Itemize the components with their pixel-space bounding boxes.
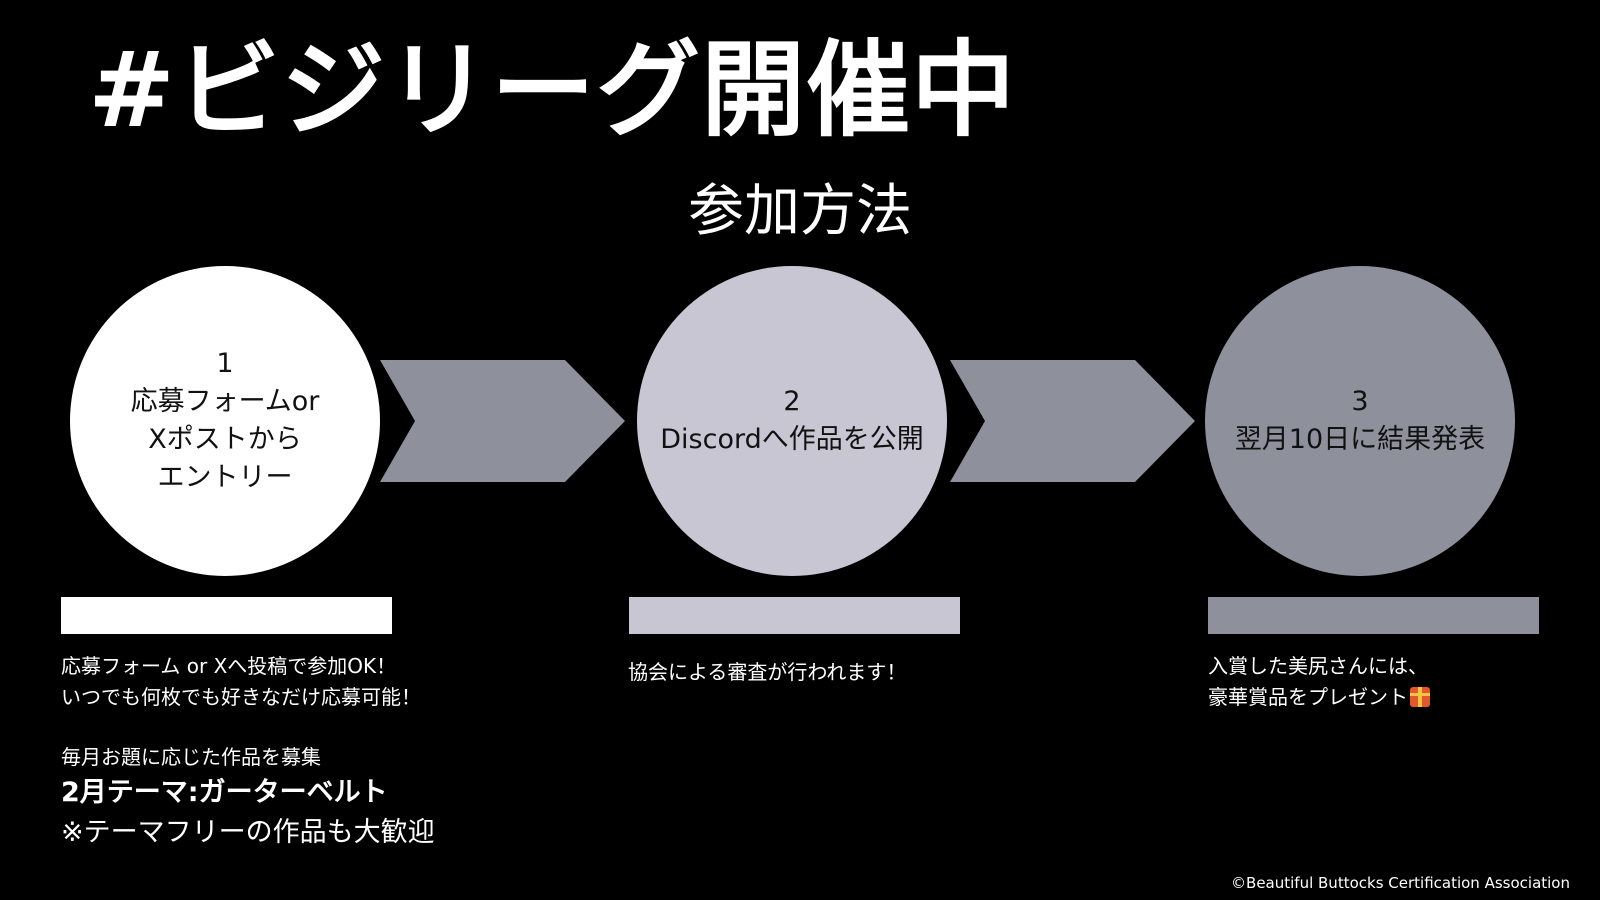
monthly-theme-title: 2月テーマ:ガーターベルト bbox=[61, 777, 388, 808]
page-title: #ビジリーグ開催中 bbox=[88, 29, 1017, 151]
step-3-number: 3 bbox=[1351, 386, 1369, 417]
step-1-line-3: エントリー bbox=[157, 462, 293, 493]
gift-icon bbox=[1410, 687, 1430, 707]
chevron-arrow-2 bbox=[950, 360, 1195, 482]
step-2-bar bbox=[629, 597, 960, 634]
step-1-circle: 1 応募フォームor Xポストから エントリー bbox=[70, 266, 380, 576]
step-3-circle: 3 翌月10日に結果発表 bbox=[1205, 266, 1515, 576]
step-3-line-1: 翌月10日に結果発表 bbox=[1234, 424, 1486, 455]
step-1-number: 1 bbox=[216, 348, 234, 379]
step-1-line-1: 応募フォームor bbox=[130, 386, 320, 417]
step-1-description: 応募フォーム or Xへ投稿で参加OK！ いつでも何枚でも好きなだけ応募可能！ bbox=[61, 651, 421, 713]
chevron-arrow-1 bbox=[380, 360, 625, 482]
step-2-description: 協会による審査が行われます！ bbox=[628, 657, 906, 688]
step-3-bar bbox=[1208, 597, 1539, 634]
step-2-circle: 2 Discordへ作品を公開 bbox=[637, 266, 947, 576]
footer-copyright: ©Beautiful Buttocks Certification Associ… bbox=[1231, 874, 1570, 892]
step-2-number: 2 bbox=[783, 386, 801, 417]
step-3-desc-line-1: 入賞した美尻さんには、 bbox=[1208, 654, 1428, 678]
step-1-bar bbox=[61, 597, 392, 634]
step-1-desc-line-1: 応募フォーム or Xへ投稿で参加OK！ bbox=[61, 654, 397, 678]
step-1-desc-line-2: いつでも何枚でも好きなだけ応募可能！ bbox=[61, 685, 421, 709]
step-2-desc-line-1: 協会による審査が行われます！ bbox=[628, 660, 907, 684]
step-3-desc-line-2: 豪華賞品をプレゼント bbox=[1208, 682, 1430, 713]
monthly-theme-block: 毎月お題に応じた作品を募集 2月テーマ:ガーターベルト ※テーマフリーの作品も大… bbox=[61, 742, 435, 853]
step-2-line-1: Discordへ作品を公開 bbox=[660, 424, 924, 455]
section-heading: 参加方法 bbox=[688, 179, 912, 244]
step-3-description: 入賞した美尻さんには、 豪華賞品をプレゼント bbox=[1208, 651, 1430, 713]
monthly-theme-note: 毎月お題に応じた作品を募集 bbox=[61, 745, 321, 769]
theme-free-note: ※テーマフリーの作品も大歓迎 bbox=[61, 817, 435, 848]
step-1-line-2: Xポストから bbox=[148, 424, 302, 455]
